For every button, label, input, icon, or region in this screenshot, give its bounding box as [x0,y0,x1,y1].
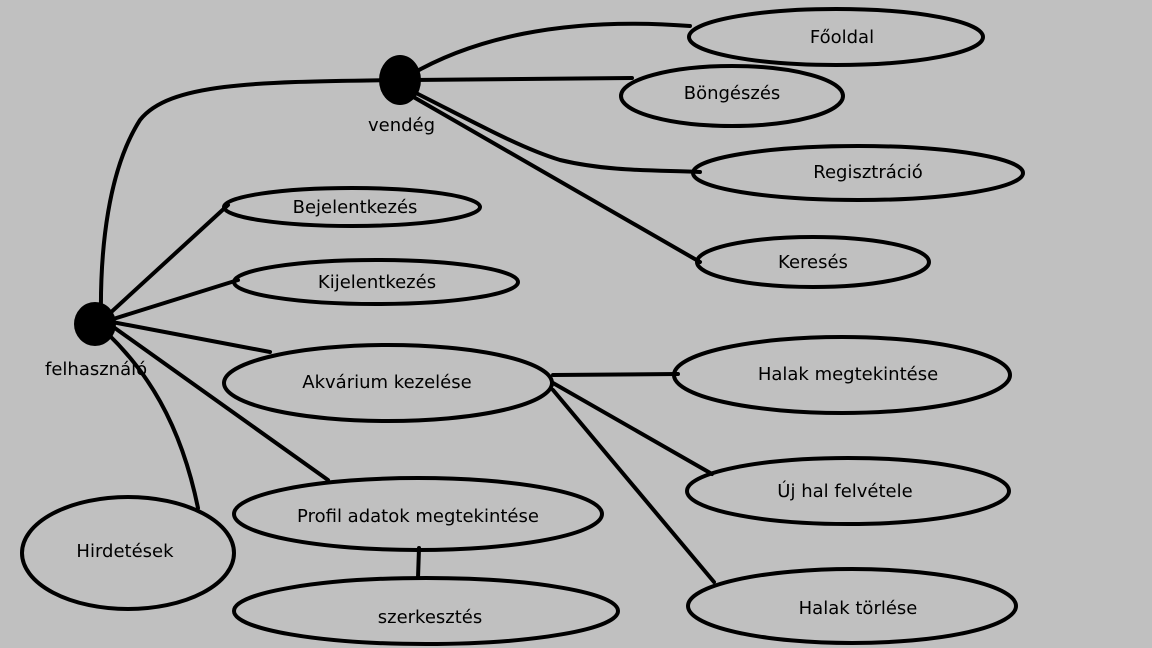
use-case-fooldal[interactable]: Főoldal [687,7,985,67]
actor-vendeg-label: vendég [368,115,435,136]
use-case-kijelentkezes[interactable]: Kijelentkezés [232,258,520,306]
use-case-bejelentkezes-shape [222,186,482,228]
use-case-szerkesztes[interactable]: szerkesztés [232,576,620,646]
edge-aquarium-view [551,372,680,377]
use-case-kijelentkezes-label: Kijelentkezés [318,272,436,293]
edge-user-logout [108,278,240,322]
use-case-akvarium[interactable]: Akvárium kezelése [222,343,554,423]
use-case-hirdetesek[interactable]: Hirdetések [20,495,236,611]
use-case-regisztracio[interactable]: Regisztráció [691,144,1025,202]
use-case-uj-hal-shape [685,456,1011,526]
edge-guest-home [408,21,692,77]
use-case-regisztracio-label: Regisztráció [813,162,922,183]
actor-vendeg-dot [379,55,421,105]
use-case-profil[interactable]: Profil adatok megtekintése [232,476,604,552]
use-case-profil-shape [232,476,604,552]
use-case-kereses-label: Keresés [778,252,848,273]
use-case-halak-megtekintese-shape [672,335,1012,415]
use-case-szerkesztes-shape [232,576,620,646]
edge-aquarium-delete [551,388,716,584]
use-case-halak-torlese-label: Halak törlése [799,598,918,619]
edge-user-login [106,203,230,317]
use-case-akvarium-shape [222,343,554,423]
use-case-halak-torlese[interactable]: Halak törlése [686,567,1018,645]
edge-profile-edit [416,546,421,580]
use-case-hirdetesek-label: Hirdetések [76,541,174,562]
use-case-kereses[interactable]: Keresés [695,235,931,289]
use-case-uj-hal-label: Új hal felvétele [777,480,912,502]
use-case-hirdetesek-shape [20,495,236,611]
edge-guest-browse [410,76,634,82]
use-case-akvarium-label: Akvárium kezelése [302,372,471,393]
edge-aquarium-new [551,381,714,476]
edge-guest-search [408,93,702,264]
actor-felhasznalo[interactable]: felhasználó [45,302,147,380]
use-case-halak-torlese-shape [686,567,1018,645]
edge-user-aquarium [110,320,272,354]
edge-user-guest [98,78,400,319]
use-case-bongeszes-shape [619,64,845,128]
use-case-bongeszes-label: Böngészés [684,83,781,104]
use-case-profil-label: Profil adatok megtekintése [297,506,539,527]
use-case-szerkesztes-label: szerkesztés [378,607,483,628]
use-case-kereses-shape [695,235,931,289]
edge-user-profile [110,324,330,482]
actor-felhasznalo-dot [74,302,116,346]
use-case-kijelentkezes-shape [232,258,520,306]
use-case-regisztracio-shape [691,144,1025,202]
use-case-fooldal-label: Főoldal [810,27,874,48]
use-case-uj-hal[interactable]: Új hal felvétele [685,456,1011,526]
edge-user-ads [106,332,200,510]
connections [98,21,716,584]
actor-vendeg[interactable]: vendég [368,55,435,136]
use-case-bejelentkezes[interactable]: Bejelentkezés [222,186,482,228]
use-case-halak-megtekintese[interactable]: Halak megtekintése [672,335,1012,415]
use-case-fooldal-shape [687,7,985,67]
actor-felhasznalo-label: felhasználó [45,359,147,380]
edge-guest-register [408,88,702,174]
use-case-halak-megtekintese-label: Halak megtekintése [758,364,938,385]
use-case-bongeszes[interactable]: Böngészés [619,64,845,128]
use-case-bejelentkezes-label: Bejelentkezés [293,197,418,218]
